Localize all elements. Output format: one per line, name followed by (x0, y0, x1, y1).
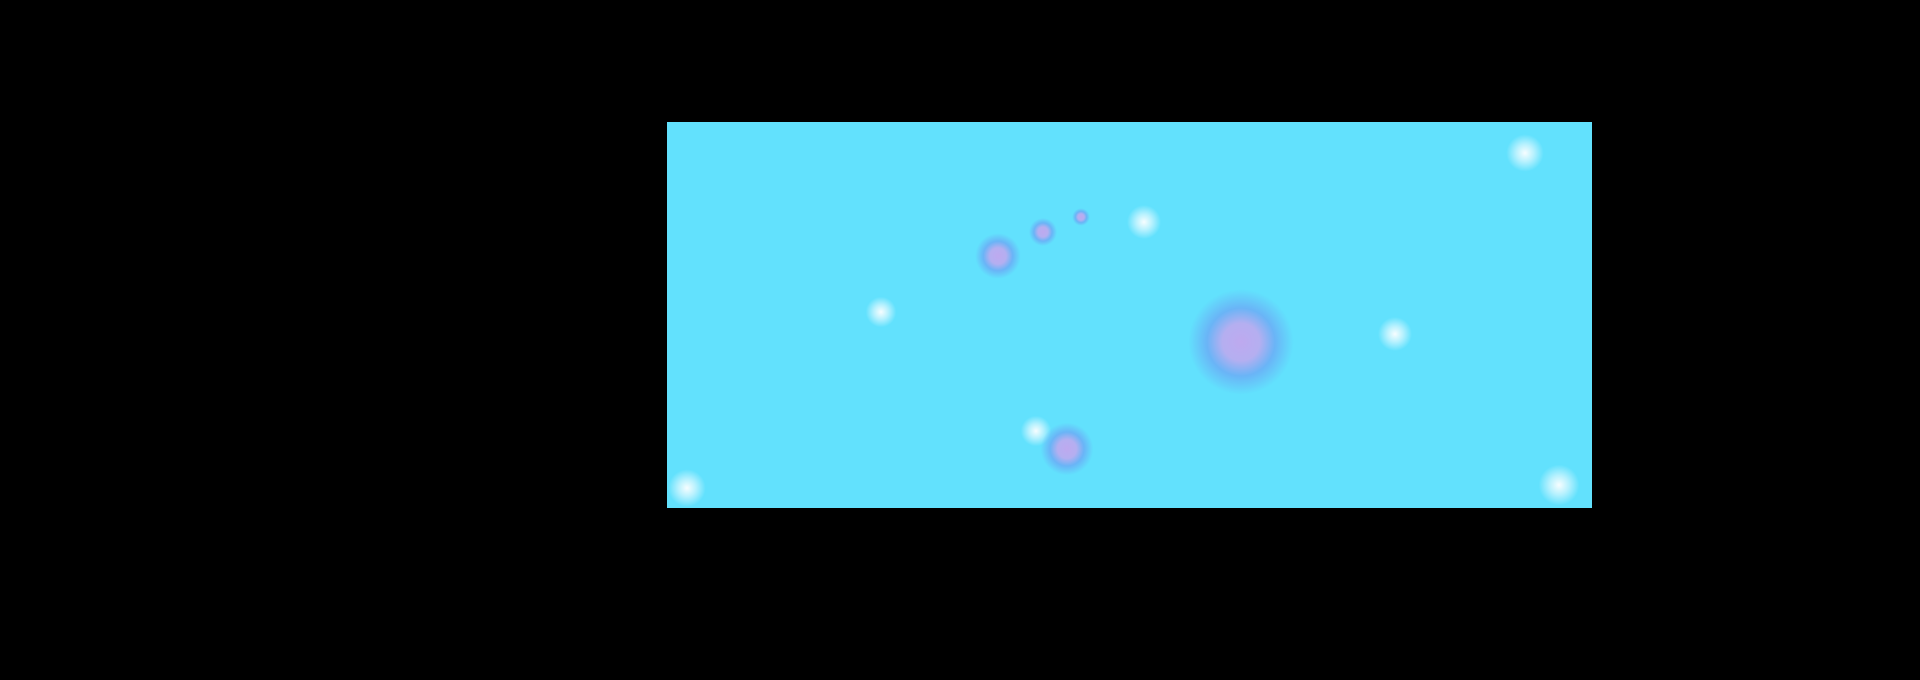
sparkle-entity (863, 294, 899, 330)
sparkle-entity (1375, 314, 1415, 354)
bubble-entity[interactable] (1037, 419, 1097, 479)
bubble-entity[interactable] (1071, 207, 1091, 227)
game-canvas[interactable] (667, 122, 1592, 508)
bubble-entity[interactable] (972, 230, 1024, 282)
sparkle-entity (1124, 202, 1164, 242)
sparkle-entity (1503, 131, 1547, 175)
bubble-entity[interactable] (1181, 282, 1301, 402)
bubble-entity[interactable] (1027, 216, 1059, 248)
sparkle-entity (667, 466, 709, 508)
sparkle-entity (1535, 461, 1583, 508)
